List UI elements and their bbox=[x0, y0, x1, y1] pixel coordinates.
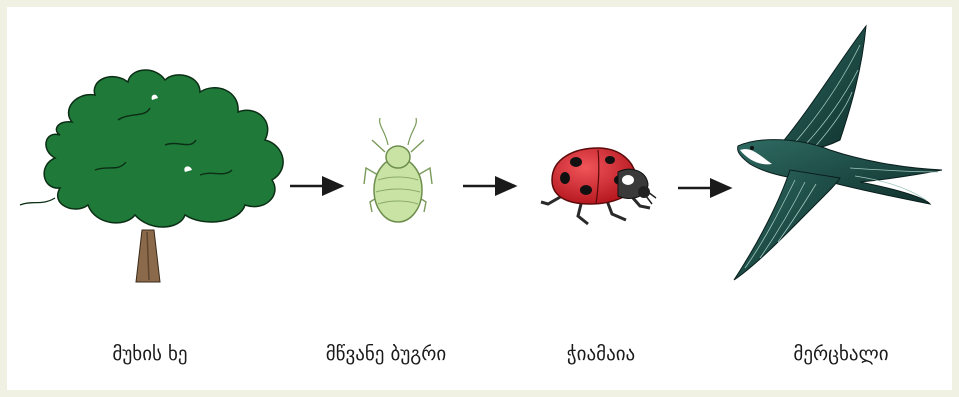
label-ladybug: ჭიამაია bbox=[567, 343, 635, 365]
swallow-icon bbox=[734, 26, 942, 280]
oak-tree-icon bbox=[20, 70, 283, 282]
label-swallow: მერცხალი bbox=[793, 343, 888, 365]
label-oak-tree: მუხის ხე bbox=[112, 343, 187, 365]
ladybug-icon bbox=[541, 148, 656, 224]
aphid-icon bbox=[364, 118, 432, 222]
label-aphid: მწვანე ბუგრი bbox=[326, 343, 447, 365]
